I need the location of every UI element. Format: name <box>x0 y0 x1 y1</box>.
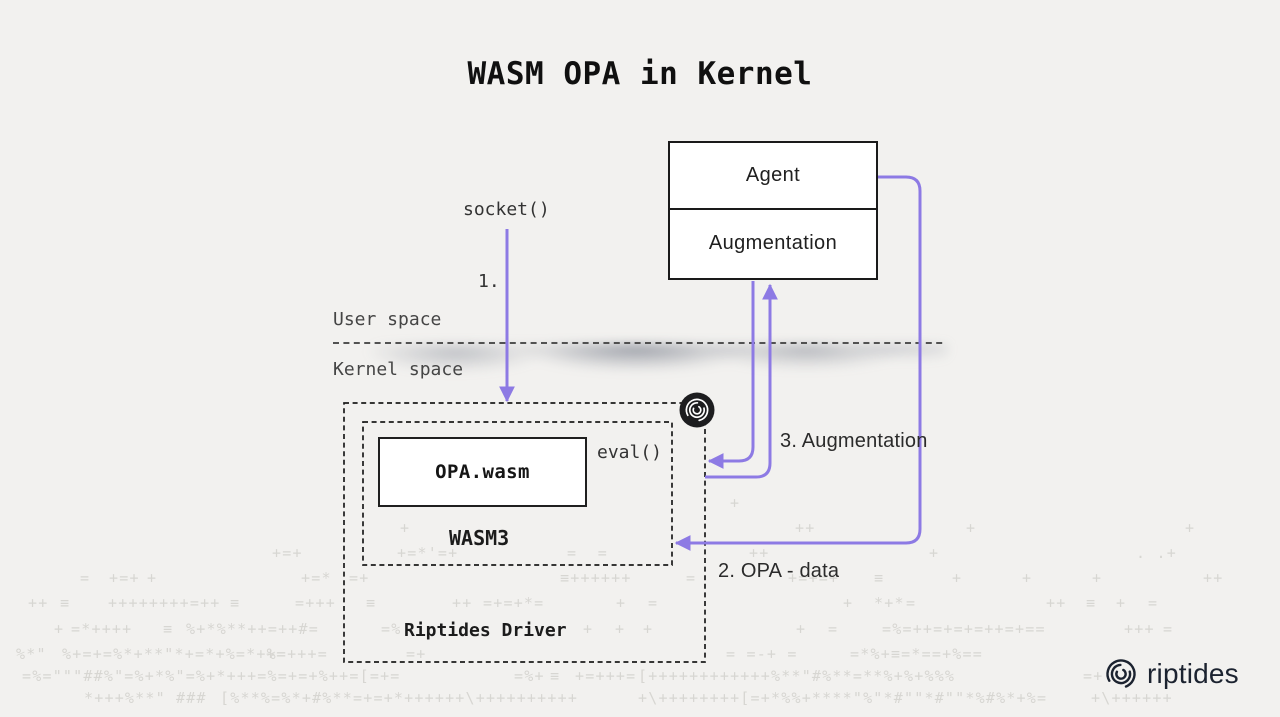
ascii-art-text: += <box>266 645 287 663</box>
ascii-art-text: +=+ <box>109 569 140 587</box>
ascii-art-text: =+++ <box>295 594 336 612</box>
ascii-art-text: + <box>1022 569 1033 587</box>
ascii-art-text: + <box>966 519 977 537</box>
ascii-art-text: + <box>147 569 158 587</box>
ascii-art-text: ++ <box>749 544 770 562</box>
ascii-art-text: =*++++ <box>71 620 133 638</box>
ascii-art-text: +=+=+ <box>788 569 840 587</box>
ascii-art-text: = <box>828 620 839 638</box>
ascii-art-text: ≡ <box>230 594 241 612</box>
ascii-art-text: =*%+≡=*==+%== <box>850 645 983 663</box>
ascii-art-text: + <box>1092 569 1103 587</box>
ascii-art-text: =+ <box>406 645 427 663</box>
ascii-art-text: +\++++++++[=+*%%+****"%"*#""*#""*%#%*+%= <box>638 689 1048 707</box>
riptides-spiral-icon <box>679 392 715 428</box>
ascii-art-text: =% <box>381 620 402 638</box>
riptides-logo: riptides <box>1102 655 1239 693</box>
step2-label: 2. OPA - data <box>718 560 840 582</box>
ascii-art-text: = <box>686 569 697 587</box>
ascii-art-text: +=*'=+ <box>397 544 459 562</box>
socket-label: socket() <box>463 199 550 220</box>
ascii-art-text: = <box>80 569 91 587</box>
ascii-art-text: = <box>906 594 917 612</box>
ascii-art-text: +=+ <box>272 544 303 562</box>
arrow-augmentation-to-driver <box>707 281 755 469</box>
opa-wasm-label: OPA.wasm <box>435 461 530 483</box>
ascii-art-text: +=* <box>301 569 332 587</box>
ascii-art-text: ++ <box>1203 569 1224 587</box>
ascii-art-text: %*" <box>16 645 47 663</box>
ascii-art-text: ≡ <box>874 569 885 587</box>
riptides-logo-icon <box>1102 655 1140 693</box>
ascii-art-text: ++++++++=++ <box>108 594 221 612</box>
ascii-art-text: ++ <box>1046 594 1067 612</box>
ascii-art-text: ≡++++++ <box>560 569 632 587</box>
augmentation-cell: Augmentation <box>708 231 838 254</box>
kernel-smoke-gradient <box>336 344 948 402</box>
ascii-art-text: + <box>54 620 65 638</box>
agent-box: Agent Augmentation <box>668 141 878 280</box>
ascii-art-text: + <box>730 494 741 512</box>
ascii-art-text: *+++%**" <box>84 689 166 707</box>
ascii-art-text: = = <box>567 544 608 562</box>
ascii-art-text: =%=++=+=+=++=+== <box>882 620 1046 638</box>
ascii-art-text: ++ <box>28 594 49 612</box>
ascii-art-text: ≡ <box>163 620 174 638</box>
ascii-art-text: ++ <box>795 519 816 537</box>
ascii-art-text: ≡ <box>1086 594 1097 612</box>
ascii-art-text: + <box>843 594 854 612</box>
kernel-space-label: Kernel space <box>333 359 464 380</box>
ascii-art-text: + <box>1116 594 1127 612</box>
page-title: WASM OPA in Kernel <box>467 56 813 92</box>
ascii-art-text: + <box>1185 519 1196 537</box>
eval-label: eval() <box>597 442 663 463</box>
ascii-art-text: ≡ <box>60 594 71 612</box>
agent-cell: Agent <box>670 143 876 210</box>
ascii-art-text: + <box>400 519 411 537</box>
ascii-art-text: +++ <box>1124 620 1155 638</box>
step3-label: 3. Augmentation <box>780 430 928 452</box>
arrow-driver-to-augmentation <box>705 283 778 479</box>
ascii-art-text: =+ <box>349 569 370 587</box>
ascii-art-text: + <box>615 620 626 638</box>
ascii-art-text: =+=+*= <box>483 594 545 612</box>
ascii-art-text: ### <box>176 689 207 707</box>
ascii-art-text: %+=+=%*+**"*+=*+%=*+%=+++= <box>62 645 328 663</box>
ascii-art-text: ≡ <box>366 594 377 612</box>
ascii-art-text: =+ <box>1083 667 1104 685</box>
ascii-art-text: = =-+ = <box>726 645 798 663</box>
wasm3-box <box>362 421 673 566</box>
ascii-art-text: =%="""##%"=%+*%"=%+*+++=%=+=+%++=[=+= <box>22 667 401 685</box>
ascii-art-text: = <box>1148 594 1159 612</box>
riptides-logo-text: riptides <box>1147 658 1239 689</box>
ascii-art-text: [%**%=%*+#%**=+=+*++++++\++++++++++ <box>220 689 579 707</box>
step1-label: 1. <box>478 271 500 292</box>
ascii-art-text: + <box>583 620 594 638</box>
ascii-art-text: + <box>616 594 627 612</box>
riptides-driver-box <box>343 402 706 663</box>
ascii-art-text: + <box>929 544 940 562</box>
arrow-opa-data <box>674 175 922 551</box>
ascii-art-text: + <box>796 620 807 638</box>
ascii-art-text: %+*%**++=++#= <box>186 620 319 638</box>
ascii-art-text: ++ <box>452 594 473 612</box>
ascii-art-text: = <box>1163 620 1174 638</box>
ascii-art-text: +\++++++ <box>1091 689 1173 707</box>
opa-wasm-box: OPA.wasm <box>378 437 587 507</box>
ascii-art-text: + <box>643 620 654 638</box>
riptides-driver-label: Riptides Driver <box>404 620 567 641</box>
ascii-art-text: . .+ <box>1136 544 1177 562</box>
ascii-art-text: =%+ <box>514 667 545 685</box>
ascii-art-text: *+* <box>874 594 905 612</box>
ascii-art-text: ≡ <box>550 667 561 685</box>
ascii-art-text: [++++++++++++%**"#%**=**%+%+%%% <box>638 667 956 685</box>
wasm3-label: WASM3 <box>449 526 510 550</box>
user-space-label: User space <box>333 309 442 330</box>
ascii-art-text: +=+++= <box>575 667 637 685</box>
ascii-art-text: + <box>952 569 963 587</box>
ascii-art-text: = <box>648 594 659 612</box>
